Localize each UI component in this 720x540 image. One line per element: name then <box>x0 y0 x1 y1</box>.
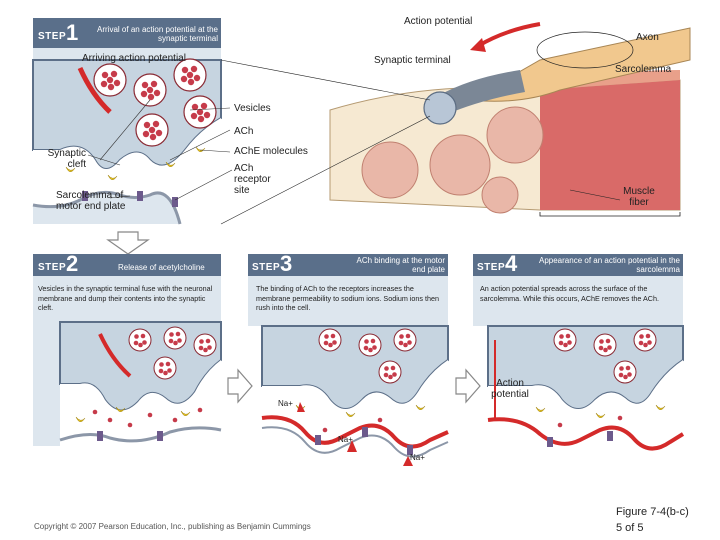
step3-word: STEP <box>252 262 281 273</box>
step4-panel <box>473 254 685 460</box>
figure-number: Figure 7-4(b-c) <box>616 506 689 518</box>
step3-title: ACh binding at the motor end plate <box>356 256 446 274</box>
step4-word: STEP <box>477 262 506 273</box>
step2-word: STEP <box>38 262 67 273</box>
step2-title: Release of acetylcholine <box>118 263 205 272</box>
label-ach-receptor-site: ACh receptor site <box>234 163 271 196</box>
label-na-3: Na+ <box>410 453 425 462</box>
step4-description: An action potential spreads across the s… <box>480 284 659 303</box>
step4-number: 4 <box>505 251 518 276</box>
down-arrow <box>106 231 150 255</box>
step2-number: 2 <box>66 251 79 276</box>
step3-number: 3 <box>280 251 293 276</box>
overview-illustration <box>220 22 691 225</box>
step1-panel <box>32 18 233 225</box>
step1-title: Arrival of an action potential at the sy… <box>97 25 218 43</box>
step2-description: Vesicles in the synaptic terminal fuse w… <box>38 284 213 313</box>
label-na-2: Na+ <box>338 435 353 444</box>
label-vesicles: Vesicles <box>234 103 271 114</box>
label-na-1: Na+ <box>278 399 293 408</box>
label-arriving-action-potential: Arriving action potential <box>82 53 186 64</box>
label-ache-molecules: AChE molecules <box>234 146 308 157</box>
leader <box>99 99 151 161</box>
label-sarcolemma-motor-end-plate: Sarcolemma of motor end plate <box>56 190 126 212</box>
step1-word: STEP <box>38 31 67 42</box>
step3-description: The binding of ACh to the receptors incr… <box>256 284 439 313</box>
label-muscle-fiber: Muscle fiber <box>623 186 655 208</box>
step3-panel <box>248 254 449 466</box>
label-sarcolemma: Sarcolemma <box>615 64 672 75</box>
label-action-potential: Action potential <box>404 16 473 27</box>
step2-panel <box>33 254 222 446</box>
label-axon: Axon <box>636 32 659 43</box>
label-step4-action-potential: Action potential <box>491 378 529 400</box>
page-indicator: 5 of 5 <box>616 522 644 534</box>
step1-number: 1 <box>66 20 79 45</box>
label-synaptic-cleft: Synaptic cleft <box>47 148 86 170</box>
label-synaptic-terminal: Synaptic terminal <box>374 55 451 66</box>
label-ach: ACh <box>234 126 254 137</box>
step4-title: Appearance of an action potential in the… <box>539 256 680 274</box>
copyright: Copyright © 2007 Pearson Education, Inc.… <box>34 522 311 531</box>
